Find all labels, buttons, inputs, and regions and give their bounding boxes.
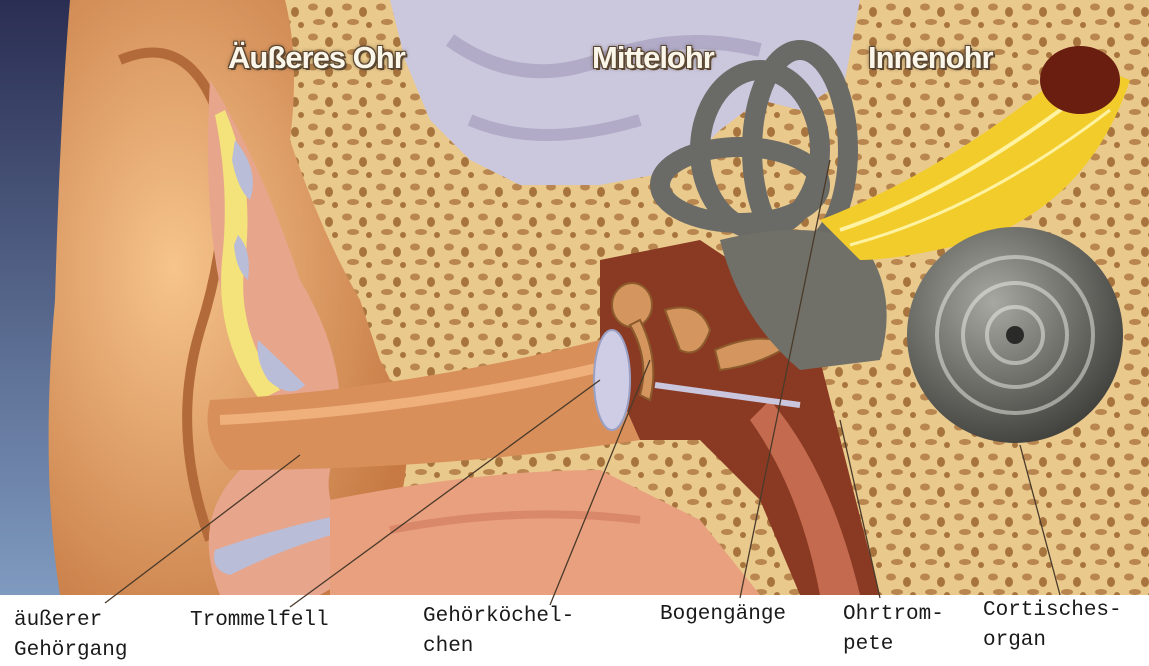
label-eardrum: Trommelfell [190, 606, 329, 636]
label-organ-of-corti: Cortisches-organ [983, 596, 1122, 656]
label-semicircular-canals-line1: Bogengänge [660, 600, 786, 630]
label-eardrum-line1: Trommelfell [190, 606, 329, 636]
label-organ-of-corti-line1: Cortisches- [983, 596, 1122, 626]
label-ossicles-line2: chen [423, 632, 574, 662]
middle-ear-title: Mittelohr [592, 40, 714, 76]
inner-ear-title: Innenohr [868, 40, 993, 76]
label-semicircular-canals: Bogengänge [660, 600, 786, 630]
label-eustachian-tube-line1: Ohrtrom- [843, 600, 944, 630]
outer-ear-title: Äußeres Ohr [228, 40, 405, 76]
label-ossicles-line1: Gehörköchel- [423, 602, 574, 632]
label-ossicles: Gehörköchel-chen [423, 602, 574, 662]
label-organ-of-corti-line2: organ [983, 626, 1122, 656]
label-eustachian-tube-line2: pete [843, 630, 944, 660]
label-ear-canal-line1: äußerer [14, 606, 127, 636]
label-eustachian-tube: Ohrtrom-pete [843, 600, 944, 660]
label-ear-canal-line2: Gehörgang [14, 636, 127, 666]
